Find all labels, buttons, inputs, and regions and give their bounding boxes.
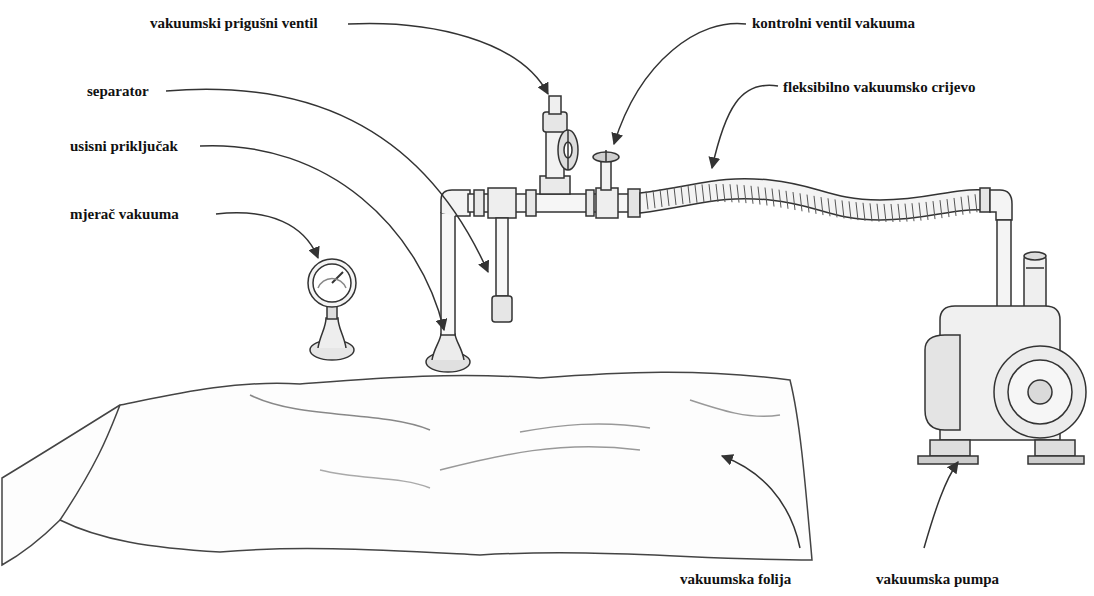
part-label: vakuumska pumpa — [876, 570, 999, 588]
flexible-hose — [640, 179, 985, 222]
part-label: mjerač vakuuma — [70, 205, 179, 223]
separator — [492, 218, 512, 322]
leader-lines — [166, 23, 958, 548]
control-valve — [593, 150, 619, 190]
suction-port — [426, 190, 470, 372]
part-label: vakuumska folija — [680, 570, 791, 588]
vacuum-pump — [918, 252, 1086, 464]
part-label: kontrolni ventil vakuuma — [752, 14, 915, 32]
vacuum-bag — [2, 372, 812, 565]
throttle-valve — [540, 96, 578, 194]
vacuum-gauge — [308, 259, 356, 360]
part-label: vakuumski prigušni ventil — [150, 14, 318, 32]
pump-inlet-pipe — [980, 188, 1012, 312]
part-label: usisni priključak — [70, 137, 178, 155]
part-label: fleksibilno vakuumsko crijevo — [783, 78, 976, 96]
part-label: separator — [87, 82, 149, 100]
